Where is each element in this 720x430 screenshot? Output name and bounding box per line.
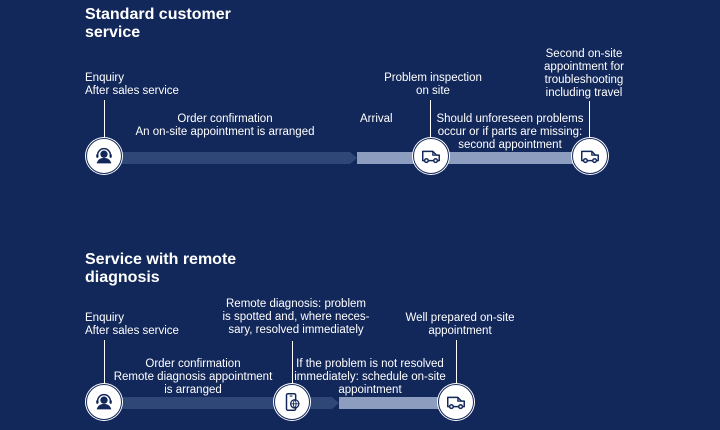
van-icon	[581, 150, 599, 164]
standard-inspection-node	[413, 138, 449, 174]
standard-second-connector	[589, 101, 590, 138]
remote-bar-diagnosis-arrow	[332, 397, 339, 409]
standard-bar-second	[448, 152, 573, 164]
remote-title: Service with remote diagnosis	[85, 251, 237, 286]
remote-prepared-node	[438, 384, 474, 420]
remote-not-resolved-label: If the problem is not resolved immediate…	[294, 358, 446, 396]
standard-second-node	[572, 138, 608, 174]
standard-enquiry-connector	[104, 100, 105, 138]
standard-bar-arrival	[357, 152, 414, 164]
standard-bar-order-arrow	[350, 152, 357, 164]
remote-prepared-label: Well prepared on-site appointment	[405, 312, 515, 337]
standard-bar-order	[122, 152, 350, 164]
standard-second-label: Second on-site appointment for troublesh…	[544, 48, 624, 99]
remote-diagnosis-connector	[292, 341, 293, 385]
remote-enquiry-node	[86, 384, 122, 420]
remote-order-label: Order confirmation Remote diagnosis appo…	[113, 358, 273, 396]
headset-icon	[96, 147, 112, 164]
standard-title: Standard customer service	[85, 6, 231, 41]
van-icon	[422, 150, 440, 164]
standard-order-label: Order confirmation An on-site appointmen…	[135, 113, 315, 138]
remote-bar-order	[122, 397, 274, 409]
standard-inspection-connector	[430, 100, 431, 138]
remote-diagnosis-node	[274, 384, 310, 420]
standard-inspection-label: Problem inspection on site	[384, 72, 482, 97]
van-icon	[447, 396, 465, 410]
remote-bar-diagnosis	[310, 397, 332, 409]
headset-icon	[96, 393, 112, 410]
phone-globe-icon	[285, 393, 300, 411]
remote-diagnosis-label: Remote diagnosis: problem is spotted and…	[222, 298, 370, 336]
remote-prepared-connector	[456, 340, 457, 385]
standard-enquiry-label: Enquiry After sales service	[85, 72, 179, 97]
standard-unforeseen-label: Should unforeseen problems occur or if p…	[436, 113, 584, 151]
standard-arrival-label: Arrival	[360, 113, 393, 125]
remote-bar-onsite	[339, 397, 439, 409]
remote-enquiry-connector	[104, 340, 105, 385]
remote-enquiry-label: Enquiry After sales service	[85, 312, 179, 337]
standard-enquiry-node	[86, 138, 122, 174]
